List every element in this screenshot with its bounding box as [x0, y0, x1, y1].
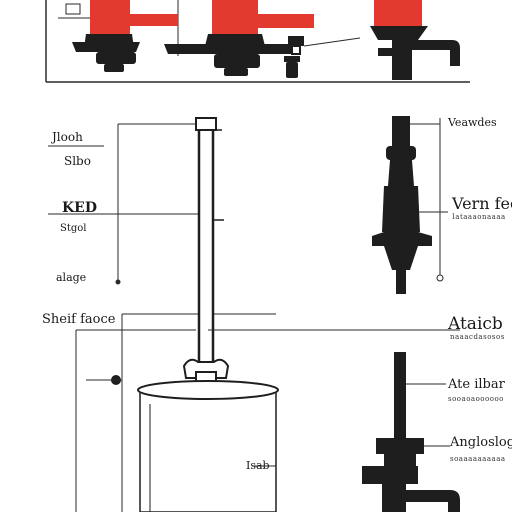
central-shaft — [182, 117, 460, 402]
label-jlooh: Jlooh — [52, 130, 83, 144]
pump-head-2 — [164, 0, 361, 78]
tank — [86, 375, 279, 512]
label-ate-ilbar: Ate ilbar — [448, 377, 505, 392]
right-lower-assembly — [362, 352, 460, 512]
right-upper-assembly — [372, 116, 448, 294]
pump-head-1 — [58, 0, 178, 72]
label-ataicb-sub: naaacdasosos — [450, 333, 505, 341]
label-vern-feo-sub: Iataaaonaaaa — [452, 213, 506, 221]
label-angloslog-sub: soaaaaaaaaaa — [450, 455, 506, 463]
label-ataicb: Ataicb — [448, 314, 503, 334]
label-stgol: Stgol — [60, 223, 87, 234]
top-panel — [45, 0, 470, 83]
label-slbo: Slbo — [64, 154, 91, 168]
label-veawdes: Veawdes — [448, 116, 497, 129]
label-ked: KED — [62, 200, 97, 216]
pump-head-3 — [370, 0, 460, 80]
label-angloslog: Angloslog — [450, 435, 512, 450]
label-ate-ilbar-sub: sooaoaoooooo — [448, 395, 504, 403]
label-vern-feo: Vern feo — [452, 194, 512, 213]
label-sheif-faoce: Sheif faoce — [42, 312, 116, 327]
label-alage: alage — [56, 271, 87, 284]
label-isab: Isab — [246, 459, 270, 472]
